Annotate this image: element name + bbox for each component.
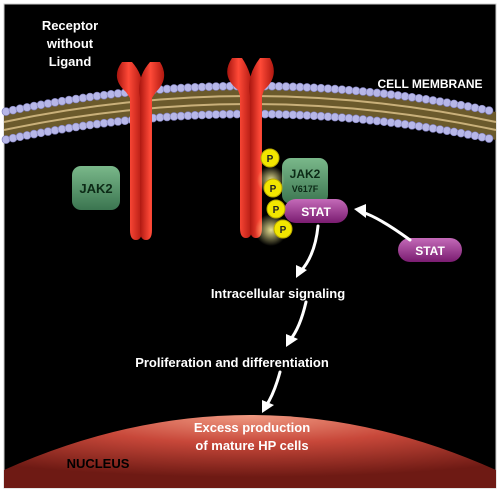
lipid-head xyxy=(71,94,81,104)
outcome-line2: of mature HP cells xyxy=(195,438,308,453)
stat-unbound-label: STAT xyxy=(415,244,445,258)
lipid-head xyxy=(64,95,74,105)
lipid-head xyxy=(15,104,25,114)
lipid-head xyxy=(484,134,494,143)
lipid-head xyxy=(8,133,18,143)
lipid-head xyxy=(22,103,32,112)
lipid-head xyxy=(435,97,445,106)
lipid-head xyxy=(71,122,81,132)
lipid-head xyxy=(57,124,67,134)
phosphate-3 xyxy=(266,199,286,219)
svg-text:P: P xyxy=(270,184,277,195)
lipid-head xyxy=(428,96,438,105)
lipid-head xyxy=(449,99,459,109)
jak2-v617f-mutation-label: V617F xyxy=(292,184,319,194)
jak2-unbound-label: JAK2 xyxy=(79,181,112,196)
lipid-head xyxy=(456,128,466,138)
step-intracellular-signaling: Intracellular signaling xyxy=(211,286,345,301)
lipid-head xyxy=(463,102,473,111)
receptor-label-line1: Receptor xyxy=(42,18,98,33)
lipid-head xyxy=(50,98,60,107)
lipid-head xyxy=(22,131,32,140)
stat-bound-label: STAT xyxy=(301,205,331,219)
lipid-head xyxy=(470,103,480,113)
nucleus-label: NUCLEUS xyxy=(67,456,130,471)
lipid-head xyxy=(449,127,459,137)
outcome-line1: Excess production xyxy=(194,420,310,435)
lipid-head xyxy=(442,98,452,107)
lipid-head xyxy=(57,96,67,106)
stat-bound: STAT xyxy=(284,199,348,223)
jak2-unbound: JAK2 xyxy=(72,166,120,210)
lipid-head xyxy=(477,104,487,114)
svg-text:P: P xyxy=(280,225,287,236)
lipid-head xyxy=(428,124,438,133)
lipid-head xyxy=(78,93,88,103)
lipid-head xyxy=(477,132,487,142)
lipid-head xyxy=(8,105,18,115)
phosphate-4 xyxy=(273,219,293,239)
lipid-head xyxy=(64,123,74,133)
receptor-label-line2: without xyxy=(46,36,94,51)
lipid-head xyxy=(400,120,410,129)
lipid-head xyxy=(400,92,410,101)
flow-arrows xyxy=(262,204,412,413)
lipid-head xyxy=(1,135,11,144)
lipid-head xyxy=(421,123,431,132)
lipid-head xyxy=(15,132,25,142)
lipid-head xyxy=(435,125,445,134)
lipid-head xyxy=(36,100,46,110)
lipid-head xyxy=(29,129,39,139)
lipid-head xyxy=(442,126,452,135)
lipid-head xyxy=(407,92,417,102)
lipid-head xyxy=(29,101,39,111)
svg-text:P: P xyxy=(273,205,280,216)
lipid-head xyxy=(43,127,53,136)
phosphate-1 xyxy=(260,148,280,168)
lipid-head xyxy=(36,128,46,138)
lipid-head xyxy=(85,92,95,102)
nucleus xyxy=(4,415,496,488)
lipid-head xyxy=(414,93,424,103)
lipid-head xyxy=(456,100,466,110)
lipid-head xyxy=(463,130,473,139)
jak2-v617f-label: JAK2 xyxy=(290,167,321,181)
lipid-heads-top xyxy=(1,81,494,116)
phosphate-groups: P P P P xyxy=(255,148,293,246)
lipid-head xyxy=(78,121,88,131)
receptor-active xyxy=(227,58,274,238)
jak2-v617f: JAK2 V617F xyxy=(282,158,328,204)
lipid-head xyxy=(484,106,494,115)
lipid-head xyxy=(414,121,424,131)
lipid-head xyxy=(470,131,480,141)
lipid-head xyxy=(85,120,95,130)
stat-unbound: STAT xyxy=(398,238,462,262)
svg-text:P: P xyxy=(267,154,274,165)
lipid-head xyxy=(407,120,417,130)
lipid-head xyxy=(1,107,11,116)
receptor-unbound xyxy=(116,62,165,240)
cell-membrane-label: CELL MEMBRANE xyxy=(377,77,482,91)
lipid-head xyxy=(421,95,431,104)
phosphate-2 xyxy=(263,178,283,198)
step-proliferation: Proliferation and differentiation xyxy=(135,355,329,370)
lipid-head xyxy=(50,126,60,135)
receptor-label-line3: Ligand xyxy=(49,54,92,69)
lipid-head xyxy=(43,99,53,108)
